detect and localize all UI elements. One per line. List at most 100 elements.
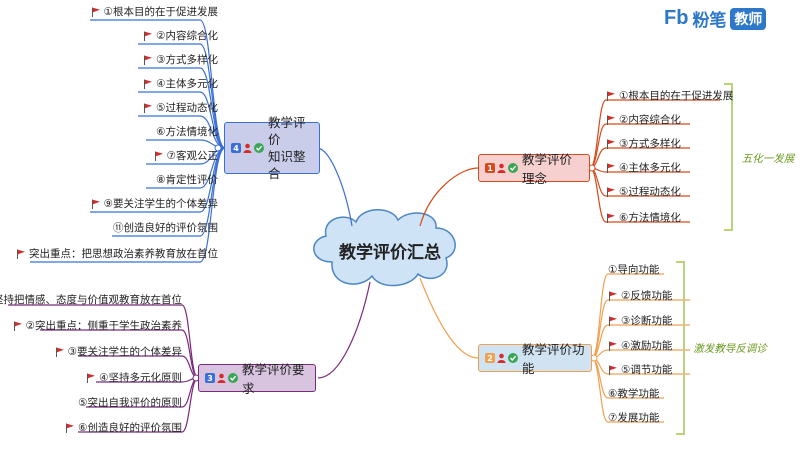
- check-icon: [508, 163, 518, 173]
- leaf-item-top-left-1[interactable]: ①根本目的在于促进发展: [91, 4, 218, 20]
- leaf-item-bottom-right-1[interactable]: ①导向功能: [608, 262, 659, 278]
- logo-brand: 粉笔: [692, 11, 727, 31]
- flag-icon: [55, 347, 65, 357]
- flag-icon: [86, 373, 96, 383]
- leaf-item-top-left-11[interactable]: 突出重点：把思想政治素养教育放在首位: [16, 246, 218, 262]
- center-cloud-shape: [313, 209, 456, 287]
- leaf-item-top-left-7[interactable]: ⑦客观公正: [154, 148, 218, 164]
- leaf-item-top-right-4[interactable]: ④主体多元化: [606, 160, 681, 176]
- leaf-item-top-left-4[interactable]: ④主体多元化: [143, 76, 218, 92]
- center-topic[interactable]: 教学评价汇总: [339, 242, 441, 263]
- flag-icon: [608, 291, 618, 301]
- leaf-item-text: ⑧肯定性评价: [156, 174, 218, 186]
- leaf-item-bottom-right-2[interactable]: ②反馈功能: [608, 288, 672, 304]
- priority-icon: 2: [485, 353, 495, 363]
- leaf-item-text: ④主体多元化: [156, 78, 218, 90]
- flag-icon: [91, 199, 101, 209]
- flag-icon: [606, 187, 616, 197]
- flag-icon: [606, 139, 616, 149]
- leaf-item-text: ⑦客观公正: [166, 150, 218, 162]
- leaf-item-top-right-1[interactable]: ①根本目的在于促进发展: [606, 88, 733, 104]
- branch-title: 教学评价理念: [522, 152, 573, 186]
- flag-icon: [16, 249, 26, 259]
- leaf-item-top-right-6[interactable]: ⑥方法情境化: [606, 210, 681, 226]
- leaf-item-text: ⑪创造良好的评价氛围: [113, 222, 218, 234]
- leaf-item-top-left-6[interactable]: ⑥方法情境化: [156, 124, 218, 140]
- flag-icon: [606, 163, 616, 173]
- leaf-item-text: ②反馈功能: [621, 290, 673, 302]
- flag-icon: [608, 341, 618, 351]
- leaf-item-bottom-left-4[interactable]: ④坚持多元化原则: [86, 370, 182, 386]
- leaf-item-text: ⑥方法情境化: [619, 212, 681, 224]
- leaf-item-text: ④坚持多元化原则: [99, 372, 182, 384]
- leaf-item-text: ⑤过程动态化: [619, 186, 681, 198]
- leaf-item-bottom-left-3[interactable]: ③要关注学生的个体差异: [55, 344, 182, 360]
- flag-icon: [143, 79, 153, 89]
- summary-bottomright[interactable]: 激发教导反调诊: [688, 338, 772, 358]
- leaf-item-bottom-right-4[interactable]: ④激励功能: [608, 338, 672, 354]
- flag-icon: [608, 316, 618, 326]
- leaf-item-text: ⑥教学功能: [608, 388, 660, 400]
- branch-node-knowledge[interactable]: 4 教学评价 知识整合: [224, 115, 320, 181]
- leaf-item-top-left-10[interactable]: ⑪创造良好的评价氛围: [113, 220, 218, 236]
- leaf-item-text: ③要关注学生的个体差异: [67, 346, 182, 358]
- leaf-item-bottom-left-1[interactable]: ①坚持把情感、态度与价值观教育放在首位: [0, 292, 182, 308]
- priority-icon: 3: [205, 373, 215, 383]
- leaf-item-text: ⑤过程动态化: [156, 102, 218, 114]
- branch-node-function[interactable]: 2 教学评价功能: [478, 342, 592, 376]
- leaf-item-text: ②内容综合化: [156, 30, 218, 42]
- leaf-item-text: 突出重点：把思想政治素养教育放在首位: [29, 248, 218, 260]
- leaf-item-top-left-8[interactable]: ⑧肯定性评价: [156, 172, 218, 188]
- leaf-item-top-right-2[interactable]: ②内容综合化: [606, 112, 681, 128]
- flag-icon: [143, 31, 153, 41]
- connector-center-bottomright: [419, 277, 479, 359]
- leaf-item-text: ⑦发展功能: [608, 412, 660, 424]
- flag-icon: [154, 151, 164, 161]
- leaf-item-bottom-left-2[interactable]: ②突出重点：侧重于学生政治素养: [13, 318, 182, 334]
- leaf-item-text: ④主体多元化: [619, 162, 681, 174]
- summary-topright[interactable]: 五化一发展: [736, 148, 800, 168]
- check-icon: [228, 373, 238, 383]
- summary-text: 激发教导反调诊: [693, 342, 767, 355]
- branch-icons: 3: [205, 373, 238, 383]
- flag-icon: [606, 115, 616, 125]
- branch-node-philosophy[interactable]: 1 教学评价理念: [478, 152, 590, 186]
- leaf-item-bottom-right-6[interactable]: ⑥教学功能: [608, 386, 659, 402]
- leaf-item-top-left-3[interactable]: ③方式多样化: [143, 52, 218, 68]
- branch-icons: 2: [485, 353, 518, 363]
- leaf-item-text: ⑤调节功能: [621, 364, 673, 376]
- collapse-toggle-topleft[interactable]: [214, 144, 222, 152]
- leaf-item-bottom-left-5[interactable]: ⑤突出自我评价的原则: [78, 395, 182, 411]
- branch-title-line1: 教学评价: [268, 115, 306, 147]
- summary-bracket-bottomright: [676, 261, 685, 435]
- leaf-item-text: ③方式多样化: [619, 138, 681, 150]
- leaf-item-text: ⑥创造良好的评价氛围: [78, 422, 182, 434]
- leaf-item-top-left-2[interactable]: ②内容综合化: [143, 28, 218, 44]
- leaf-item-text: ④激励功能: [621, 340, 673, 352]
- leaf-item-bottom-right-7[interactable]: ⑦发展功能: [608, 410, 659, 426]
- leaf-item-text: ③方式多样化: [156, 54, 218, 66]
- branch-icons: 4: [231, 143, 264, 153]
- person-icon: [243, 143, 252, 153]
- logo-mark: Fb: [664, 7, 689, 29]
- branch-node-requirements[interactable]: 3 教学评价要求: [198, 362, 316, 396]
- leaf-item-bottom-right-5[interactable]: ⑤调节功能: [608, 362, 672, 378]
- leaf-item-top-left-9[interactable]: ⑨要关注学生的个体差异: [91, 196, 218, 212]
- connector-center-topleft: [317, 147, 353, 227]
- check-icon: [254, 143, 264, 153]
- person-icon: [217, 373, 226, 383]
- leaf-item-top-right-5[interactable]: ⑤过程动态化: [606, 184, 681, 200]
- leaf-item-top-left-5[interactable]: ⑤过程动态化: [143, 100, 218, 116]
- summary-text: 五化一发展: [741, 152, 795, 165]
- leaf-item-text: ⑤突出自我评价的原则: [78, 397, 182, 409]
- leaf-item-bottom-right-3[interactable]: ③诊断功能: [608, 313, 672, 329]
- flag-icon: [143, 55, 153, 65]
- flag-icon: [606, 213, 616, 223]
- leaf-item-top-right-3[interactable]: ③方式多样化: [606, 136, 681, 152]
- leaf-item-text: ①根本目的在于促进发展: [619, 90, 734, 102]
- flag-icon: [65, 423, 75, 433]
- flag-icon: [606, 91, 616, 101]
- connector-center-topright: [419, 167, 479, 227]
- leaf-item-bottom-left-6[interactable]: ⑥创造良好的评价氛围: [65, 420, 182, 436]
